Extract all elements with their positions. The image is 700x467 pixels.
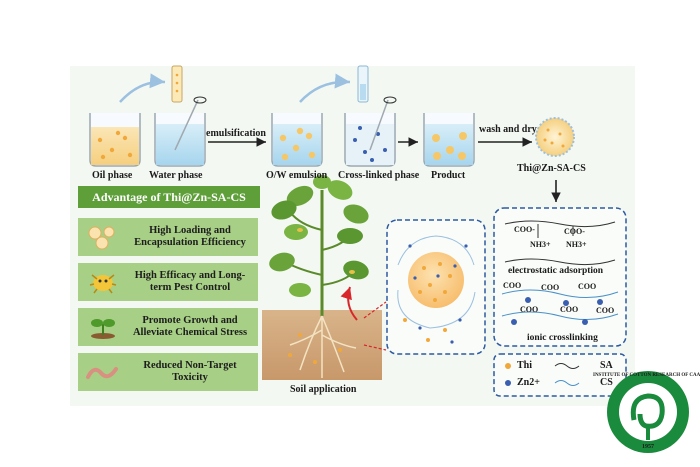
red-arrow xyxy=(340,286,358,321)
electrostatic-illustration xyxy=(504,220,616,266)
product-beaker xyxy=(423,113,475,167)
mechanism-box xyxy=(493,207,627,347)
oil-phase-label: Oil phase xyxy=(92,170,133,181)
coo-label: COO xyxy=(560,305,579,314)
crosslinked-phase-label: Cross-linked phase xyxy=(338,170,420,181)
coo-label: COO xyxy=(596,306,615,315)
water-phase-beaker xyxy=(154,96,207,167)
coo-label: COO- xyxy=(514,225,535,234)
legend-cs-line xyxy=(554,380,580,386)
coo-label: COO xyxy=(520,305,539,314)
plant-illustration xyxy=(269,175,369,378)
pest-icon xyxy=(89,274,117,294)
legend-thi-marker xyxy=(505,363,511,369)
nh3-label: NH3+ xyxy=(566,240,587,249)
flow-arrow xyxy=(119,73,166,103)
microsphere-icon xyxy=(535,117,575,157)
institute-logo: 1957 INSTITUTE OF COTTON RESEARCH OF CAA… xyxy=(593,371,700,453)
oil-phase-beaker xyxy=(89,113,141,167)
ow-emulsion-label: O/W emulsion xyxy=(266,170,328,181)
earthworm-icon xyxy=(86,367,118,379)
advantages-title: Advantage of Thi@Zn-SA-CS xyxy=(78,186,260,208)
seedling-icon xyxy=(91,319,115,339)
coo-label: COO xyxy=(541,283,560,292)
crosslinked-phase-beaker xyxy=(344,96,397,167)
advantage-item: High Efficacy and Long-term Pest Control xyxy=(78,263,258,301)
microsphere-zoom xyxy=(397,235,476,344)
coo-label: COO- xyxy=(564,227,585,236)
legend-zn-marker xyxy=(505,380,511,386)
capsules-icon xyxy=(88,226,115,250)
nh3-label: NH3+ xyxy=(530,240,551,249)
coo-label: COO xyxy=(503,281,522,290)
legend-sa-label: SA xyxy=(600,360,613,371)
wash-and-dry-label: wash and dry xyxy=(479,124,537,135)
svg-text:1957: 1957 xyxy=(642,444,654,450)
pipette-icon xyxy=(357,65,369,103)
ow-emulsion-beaker xyxy=(271,113,323,167)
ionic-crosslinking-illustration xyxy=(501,289,619,325)
product-label: Product xyxy=(431,170,466,181)
final-product-label: Thi@Zn-SA-CS xyxy=(517,163,586,174)
electrostatic-label: electrostatic adsorption xyxy=(508,266,604,276)
water-phase-label: Water phase xyxy=(149,170,203,181)
zoom-line xyxy=(363,301,387,319)
soil-application-label: Soil application xyxy=(290,384,357,395)
legend-sa-line xyxy=(554,363,580,369)
coo-label: COO xyxy=(578,282,597,291)
legend-cs-label: CS xyxy=(600,377,613,388)
legend-zn-label: Zn2+ xyxy=(517,377,540,388)
flow-arrow xyxy=(299,73,351,103)
pipette-icon xyxy=(171,65,183,103)
legend-thi-label: Thi xyxy=(517,360,533,371)
emulsification-label: emulsification xyxy=(206,128,266,139)
svg-text:INSTITUTE OF COTTON RESEARCH O: INSTITUTE OF COTTON RESEARCH OF CAAS xyxy=(593,373,700,378)
zoom-line xyxy=(363,344,387,351)
ionic-label: ionic crosslinking xyxy=(527,333,598,343)
legend-box xyxy=(493,353,627,397)
